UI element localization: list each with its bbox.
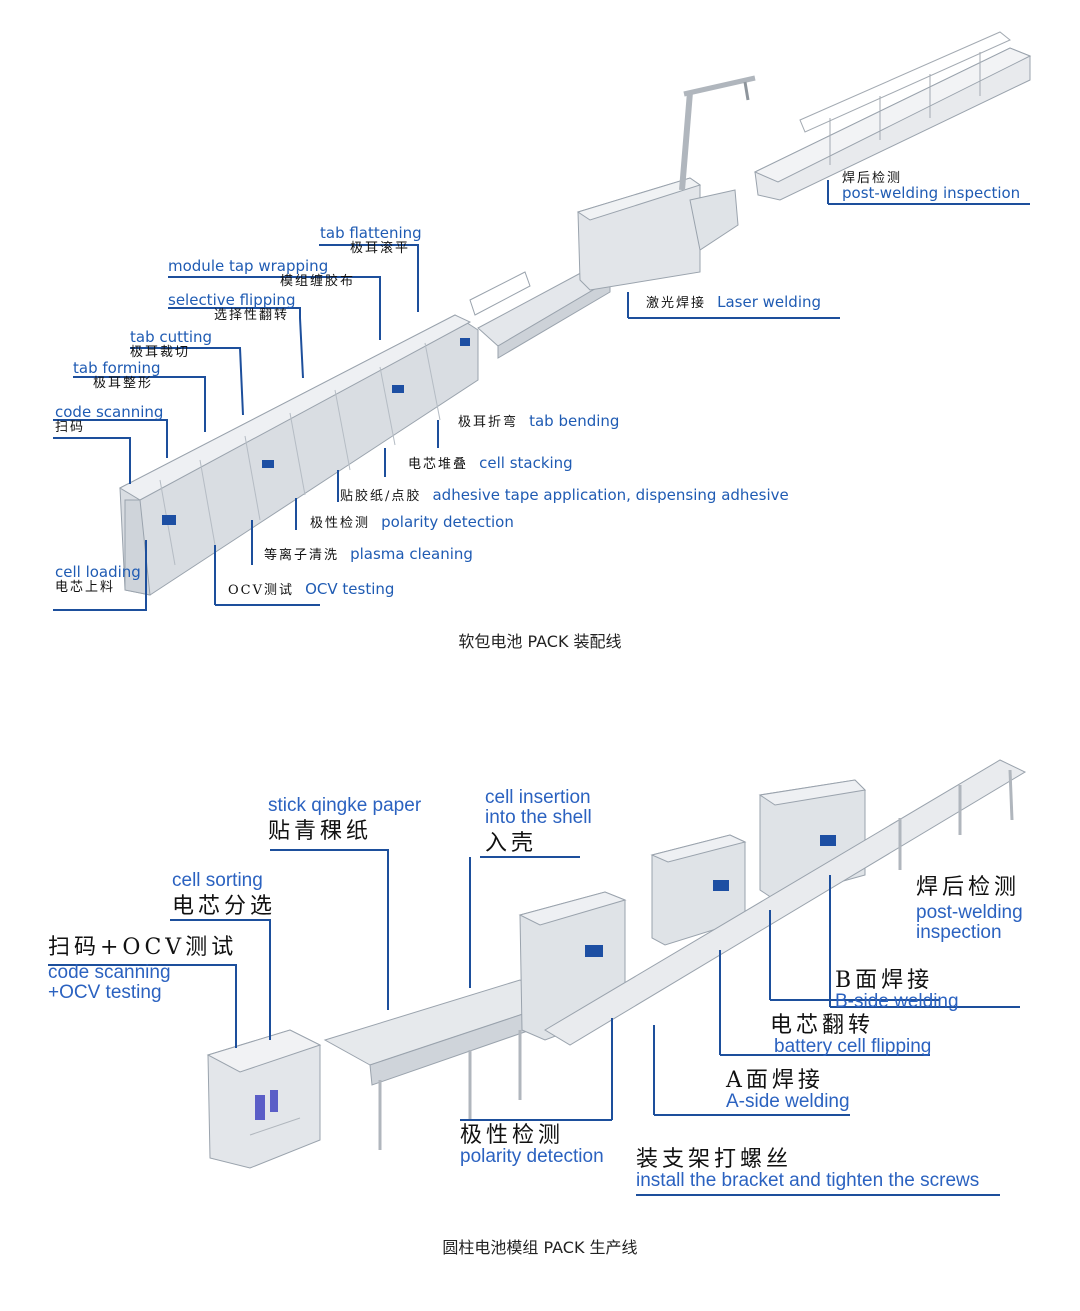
- inspection-conveyor: [753, 31, 1032, 201]
- label-tab-bending: 极耳折弯 tab bending: [458, 413, 619, 430]
- label-en: stick qingke paper: [268, 795, 422, 816]
- label-stick-qingke-paper: stick qingke paper 贴青稞纸: [268, 796, 421, 843]
- label-battery-cell-flipping: 电芯翻转 battery cell flipping: [770, 1014, 931, 1057]
- label-cn: A面焊接: [726, 1068, 824, 1093]
- label-tab-forming: tab forming 极耳整形: [73, 359, 161, 391]
- label-cn: 极耳裁切: [130, 344, 191, 360]
- label-en: post-welding inspection: [842, 183, 1021, 202]
- pouch-line-drawing: [53, 31, 1032, 611]
- label-en: tab forming: [73, 359, 161, 377]
- welding-booth-2: [650, 834, 747, 946]
- sorting-cabinet: [206, 1029, 322, 1169]
- label-en: cell insertion into the shell: [485, 787, 592, 828]
- cylindrical-line-panel: stick qingke paper 贴青稞纸 cell insertion i…: [0, 700, 1080, 1257]
- label-polarity-detection: 极性检测 polarity detection: [460, 1124, 604, 1167]
- label-en: B-side welding: [835, 991, 959, 1013]
- label-install-bracket: 装支架打螺丝 install the bracket and tighten t…: [636, 1148, 979, 1191]
- pouch-line-caption: 软包电池 PACK 装配线: [458, 632, 622, 651]
- label-cn: 极耳整形: [93, 375, 154, 391]
- label-cn: 电芯上料: [55, 579, 116, 595]
- label-en: cell stacking: [479, 454, 573, 472]
- label-laser-welding: 激光焊接 Laser welding: [646, 294, 821, 311]
- label-cn: 装支架打螺丝: [636, 1147, 793, 1172]
- label-cn: 扫码+OCV测试: [48, 935, 238, 960]
- label-en: post-welding inspection: [916, 902, 1023, 944]
- label-cell-insertion: cell insertion into the shell 入壳: [485, 788, 592, 855]
- label-cn: B面焊接: [835, 968, 934, 993]
- label-cell-stacking: 电芯堆叠 cell stacking: [408, 455, 573, 472]
- label-post-welding-inspection: 焊后检测 post-welding inspection: [842, 172, 1020, 201]
- label-en: code scanning +OCV testing: [48, 962, 171, 1004]
- label-cell-loading: cell loading 电芯上料: [55, 563, 141, 595]
- label-polarity-detection: 极性检测 polarity detection: [310, 514, 514, 531]
- cylindrical-line-drawing: [48, 759, 1027, 1196]
- label-cn: 贴青稞纸: [268, 818, 373, 844]
- label-ocv-testing: OCV测试 OCV testing: [228, 581, 394, 598]
- label-cn: 电芯翻转: [770, 1013, 875, 1038]
- label-cn: OCV测试: [228, 583, 294, 598]
- cylindrical-line-caption: 圆柱电池模组 PACK 生产线: [442, 1238, 638, 1257]
- label-en: tab cutting: [130, 328, 213, 346]
- label-code-scanning-ocv: 扫码+OCV测试 code scanning +OCV testing: [48, 936, 237, 1003]
- label-en: cell sorting: [172, 870, 263, 891]
- label-cn: 贴胶纸/点胶: [340, 489, 422, 504]
- insertion-conveyor: [323, 979, 567, 1150]
- label-module-tap-wrapping: module tap wrapping 模组缠胶布: [168, 257, 356, 289]
- label-en: adhesive tape application, dispensing ad…: [432, 486, 789, 504]
- label-en: install the bracket and tighten the scre…: [636, 1170, 980, 1192]
- label-adhesive: 贴胶纸/点胶 adhesive tape application, dispen…: [340, 487, 789, 504]
- label-cn: 扫码: [55, 419, 86, 435]
- label-tab-flattening: tab flattening 极耳滚平: [320, 224, 422, 256]
- label-cn: 电芯分选: [172, 893, 277, 919]
- label-cn: 极性检测: [310, 516, 371, 531]
- label-cn: 入壳: [485, 830, 538, 856]
- label-en: polarity detection: [460, 1146, 604, 1168]
- label-en: selective flipping: [168, 291, 296, 309]
- label-cn: 极耳折弯: [458, 415, 519, 430]
- laser-welding-station: [576, 75, 756, 291]
- label-b-side-welding: B面焊接 B-side welding: [835, 969, 959, 1012]
- label-en: Laser welding: [717, 293, 822, 311]
- label-cn: 焊后检测: [842, 171, 903, 186]
- label-en: tab bending: [529, 412, 620, 430]
- label-en: module tap wrapping: [168, 257, 329, 275]
- label-en: battery cell flipping: [774, 1036, 932, 1058]
- label-en: tab flattening: [320, 224, 422, 242]
- label-a-side-welding: A面焊接 A-side welding: [726, 1069, 850, 1112]
- label-cn: 极性检测: [460, 1123, 565, 1148]
- label-cn: 极耳滚平: [350, 240, 411, 256]
- pouch-leader-lines: [53, 180, 1030, 611]
- outfeed-conveyor: [544, 759, 1027, 1046]
- label-cn: 焊后检测: [916, 875, 1021, 900]
- label-cell-sorting: cell sorting 电芯分选: [172, 871, 276, 918]
- label-en: A-side welding: [726, 1091, 850, 1113]
- main-assembly-machine: [118, 314, 479, 596]
- label-en: OCV testing: [305, 580, 395, 598]
- pouch-line-panel: tab flattening 极耳滚平 module tap wrapping …: [0, 0, 1080, 651]
- label-en: code scanning: [55, 403, 164, 421]
- label-en: polarity detection: [381, 513, 514, 531]
- label-cn: 模组缠胶布: [280, 273, 356, 289]
- label-tab-cutting: tab cutting 极耳裁切: [130, 328, 213, 360]
- label-cn: 等离子清洗: [264, 548, 340, 563]
- label-cn: 激光焊接: [646, 296, 707, 311]
- label-cn: 电芯堆叠: [408, 457, 469, 472]
- label-plasma-cleaning: 等离子清洗 plasma cleaning: [264, 546, 473, 563]
- label-code-scanning: code scanning 扫码: [55, 403, 164, 435]
- cylindrical-leader-lines: [48, 849, 1020, 1196]
- label-post-welding-inspection: 焊后检测 post-welding inspection: [916, 876, 1023, 943]
- label-selective-flipping: selective flipping 选择性翻转: [168, 291, 296, 323]
- label-cn: 选择性翻转: [214, 307, 290, 323]
- label-en: cell loading: [55, 563, 141, 581]
- label-en: plasma cleaning: [350, 545, 473, 563]
